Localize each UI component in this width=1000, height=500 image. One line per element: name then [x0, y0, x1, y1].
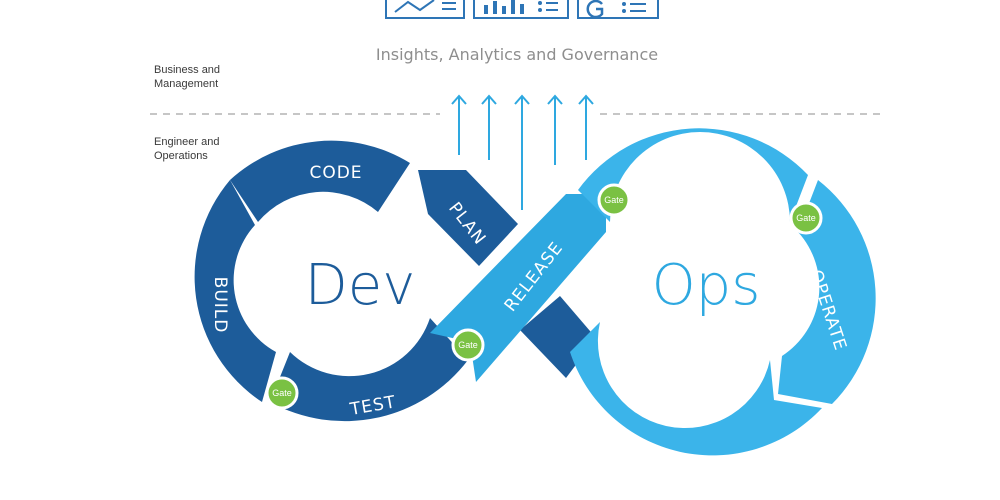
segment-build: [194, 180, 276, 402]
gate-label: Gate: [796, 213, 816, 223]
segment-deploy: [578, 128, 808, 222]
business-label-line1: Business and: [154, 64, 220, 76]
ops-word: Ops: [652, 253, 761, 318]
upward-arrows: [451, 94, 594, 210]
gate-label: Gate: [272, 388, 292, 398]
business-label-line2: Management: [154, 78, 218, 90]
gate-label: Gate: [458, 340, 478, 350]
segment-operate: [778, 180, 876, 404]
arrow-up-icon: [578, 94, 594, 160]
gate-badge: Gate: [597, 183, 631, 217]
banner-text: Insights, Analytics and Governance: [376, 45, 658, 64]
arrow-up-icon: [451, 94, 467, 155]
gate-badge: Gate: [265, 376, 299, 410]
arrow-up-icon: [547, 94, 563, 165]
gate-badge: Gate: [451, 328, 485, 362]
line-chart-dashboard-icon: [385, 0, 465, 19]
engineer-label-line1: Engineer and: [154, 136, 219, 148]
stage-label-deploy: DEPLOY: [675, 165, 748, 192]
dev-word: Dev: [305, 253, 416, 318]
gate-badge: Gate: [789, 201, 823, 235]
gate-label: Gate: [604, 195, 624, 205]
segment-test: [270, 318, 468, 422]
gauge-dashboard-icon: [577, 0, 659, 19]
segment-code: [230, 140, 410, 222]
segment-plan: [418, 170, 518, 266]
stage-label-build: BUILD: [210, 277, 230, 334]
segment-monitor: [570, 322, 822, 456]
bar-chart-dashboard-icon: [473, 0, 569, 19]
engineer-label-line2: Operations: [154, 150, 208, 162]
arrow-up-icon: [481, 94, 497, 160]
arrow-up-icon: [514, 94, 530, 210]
stage-label-code: CODE: [309, 163, 362, 183]
